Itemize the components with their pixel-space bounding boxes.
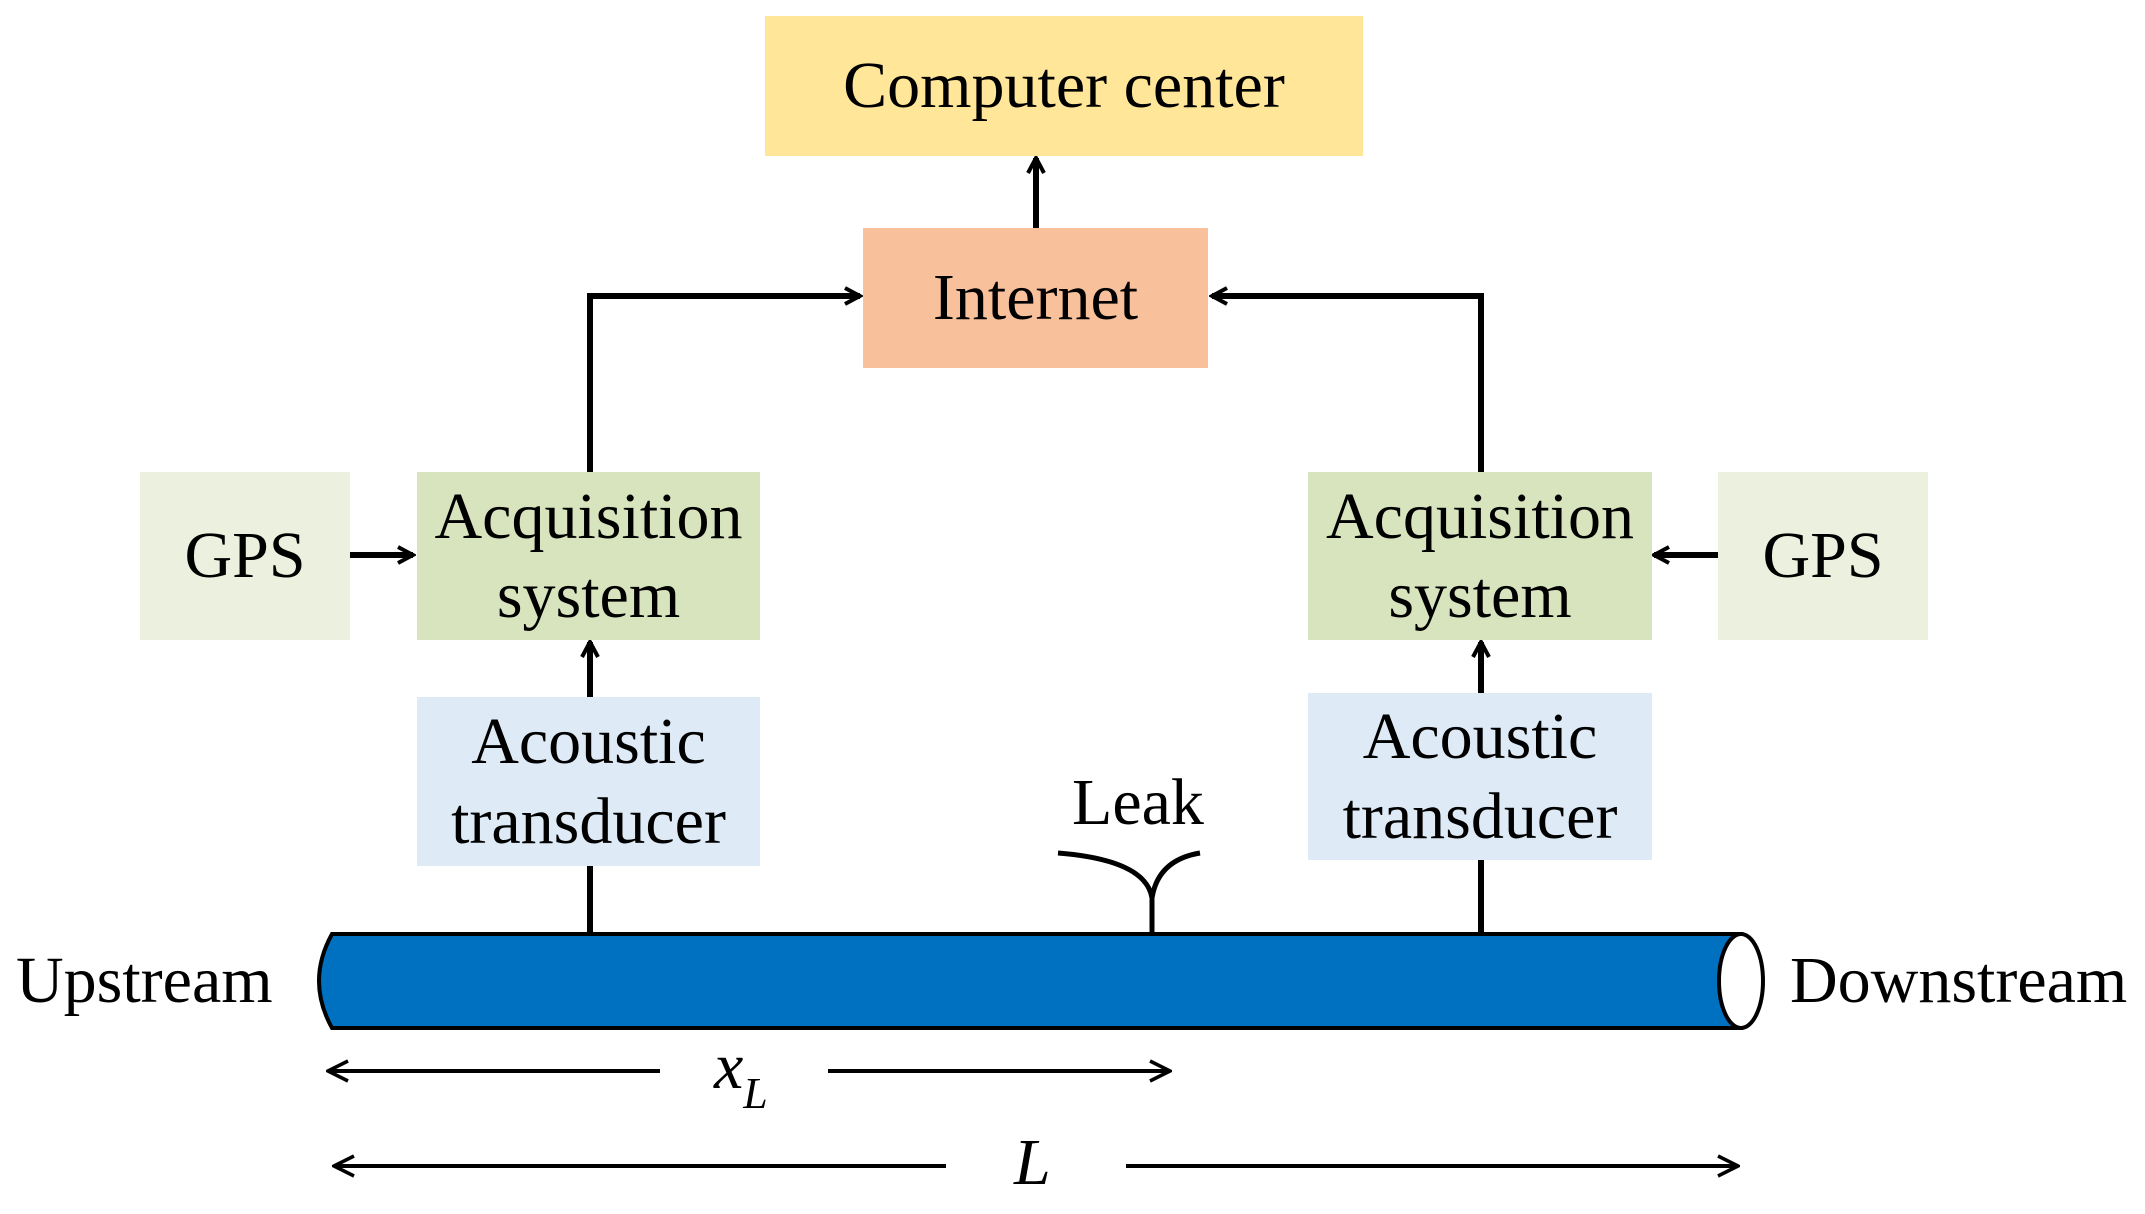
acquisition-left-box: Acquisition system [417, 472, 760, 640]
l-dimension-label: L [1014, 1126, 1051, 1199]
gps-left-label: GPS [184, 519, 306, 593]
transducer-right-line1: Acoustic [1362, 700, 1598, 774]
transducer-left-box: Acoustic transducer [417, 697, 760, 866]
internet-box: Internet [863, 228, 1208, 368]
computer-center-box: Computer center [765, 16, 1363, 156]
acquisition-right-line2: system [1388, 559, 1572, 632]
transducer-left-line1: Acoustic [471, 705, 706, 779]
upstream-label: Upstream [16, 944, 273, 1017]
arrow-left-acquisition-to-internet [587, 296, 860, 472]
pipe [317, 932, 1765, 1030]
xl-subscript: L [743, 1069, 768, 1118]
leak-symbol [1057, 850, 1201, 934]
gps-right-label: GPS [1762, 519, 1884, 593]
acquisition-left-line2: system [496, 559, 681, 632]
acquisition-left-line1: Acquisition [434, 479, 743, 553]
leak-label: Leak [1072, 766, 1204, 839]
transducer-right-box: Acoustic transducer [1308, 693, 1652, 860]
pipe-body [317, 932, 1743, 1030]
gps-right-box: GPS [1718, 472, 1928, 640]
internet-label: Internet [932, 261, 1139, 335]
downstream-label: Downstream [1790, 944, 2128, 1017]
computer-center-label: Computer center [843, 49, 1285, 123]
acquisition-right-box: Acquisition system [1308, 472, 1652, 640]
xl-main: x [714, 1030, 744, 1103]
xl-dimension-label: xL [714, 1034, 768, 1116]
arrow-right-acquisition-to-internet [1212, 296, 1484, 472]
acquisition-right-line1: Acquisition [1326, 479, 1634, 553]
gps-left-box: GPS [140, 472, 350, 640]
transducer-right-line2: transducer [1342, 779, 1618, 853]
pipe-end [1717, 932, 1765, 1030]
transducer-left-line2: transducer [451, 784, 726, 858]
